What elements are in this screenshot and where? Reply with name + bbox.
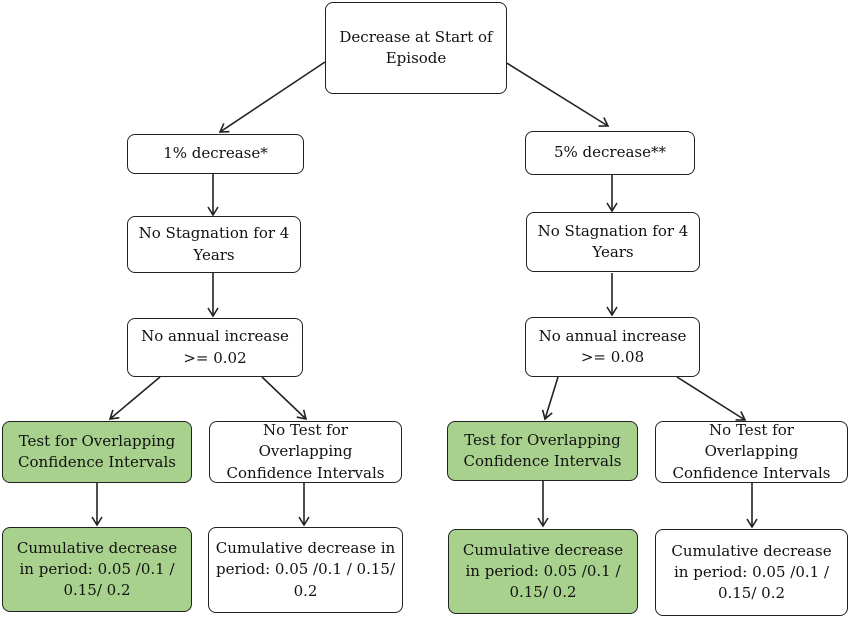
node-left-no-stagnation-label: No Stagnation for 4 Years	[138, 224, 290, 264]
node-left-test-overlapping-ci: Test for Overlapping Confidence Interval…	[2, 421, 192, 483]
node-decrease-at-start: Decrease at Start of Episode	[325, 2, 507, 94]
node-left-cumulative-decrease-no-test-label: Cumulative decrease in period: 0.05 /0.1…	[215, 539, 396, 600]
node-left-no-stagnation: No Stagnation for 4 Years	[127, 216, 301, 273]
arrow-root-to-left-decrease	[218, 61, 326, 133]
arrow-right-annual-to-no-test	[676, 376, 747, 421]
node-left-no-test-overlapping-ci-label: No Test for Overlapping Confidence Inter…	[226, 421, 385, 482]
node-left-no-annual-increase-label: No annual increase >= 0.02	[141, 327, 289, 367]
node-right-five-percent-decrease: 5% decrease**	[525, 131, 695, 175]
node-left-no-test-overlapping-ci: No Test for Overlapping Confidence Inter…	[209, 421, 402, 483]
arrow-root-to-right-decrease	[504, 61, 610, 127]
node-right-no-stagnation: No Stagnation for 4 Years	[526, 212, 700, 272]
node-right-no-annual-increase: No annual increase >= 0.08	[525, 317, 700, 377]
arrow-left-annual-to-no-test	[261, 376, 308, 421]
arrow-left-annual-to-test	[108, 376, 161, 420]
node-right-test-overlapping-ci: Test for Overlapping Confidence Interval…	[447, 421, 638, 481]
node-right-no-stagnation-label: No Stagnation for 4 Years	[537, 221, 689, 261]
node-left-cumulative-decrease-no-test: Cumulative decrease in period: 0.05 /0.1…	[208, 527, 403, 613]
node-right-cumulative-decrease-no-test: Cumulative decrease in period: 0.05 /0.1…	[655, 529, 848, 616]
node-right-no-test-overlapping-ci-label: No Test for Overlapping Confidence Inter…	[672, 421, 831, 482]
arrow-right-annual-to-test	[541, 376, 559, 421]
node-decrease-at-start-label: Decrease at Start of Episode	[339, 27, 493, 67]
node-left-cumulative-decrease-test-label: Cumulative decrease in period: 0.05 /0.1…	[16, 538, 178, 600]
node-right-cumulative-decrease-no-test-label: Cumulative decrease in period: 0.05 /0.1…	[671, 541, 832, 603]
node-left-cumulative-decrease-test: Cumulative decrease in period: 0.05 /0.1…	[2, 527, 192, 612]
node-right-cumulative-decrease-test-label: Cumulative decrease in period: 0.05 /0.1…	[462, 540, 624, 602]
node-left-one-percent-decrease-label: 1% decrease*	[163, 144, 268, 163]
node-left-no-annual-increase: No annual increase >= 0.02	[127, 318, 303, 377]
node-left-one-percent-decrease: 1% decrease*	[127, 134, 304, 174]
node-left-test-overlapping-ci-label: Test for Overlapping Confidence Interval…	[18, 431, 176, 471]
node-right-five-percent-decrease-label: 5% decrease**	[553, 143, 666, 162]
node-right-cumulative-decrease-test: Cumulative decrease in period: 0.05 /0.1…	[448, 529, 638, 614]
node-right-no-annual-increase-label: No annual increase >= 0.08	[538, 326, 687, 366]
node-right-no-test-overlapping-ci: No Test for Overlapping Confidence Inter…	[655, 421, 848, 483]
node-right-test-overlapping-ci-label: Test for Overlapping Confidence Interval…	[463, 430, 622, 470]
